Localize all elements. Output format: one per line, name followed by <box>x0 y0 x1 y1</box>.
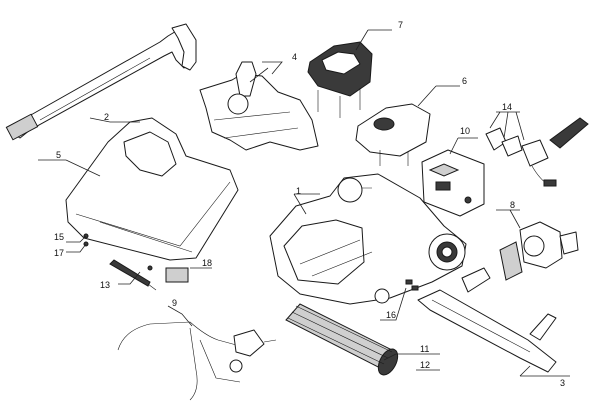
callout-15: 15 <box>54 232 64 242</box>
part-6-tank <box>355 103 431 166</box>
callout-17: 17 <box>54 248 64 258</box>
callout-4: 4 <box>292 52 297 62</box>
callout-7: 7 <box>398 20 403 30</box>
callout-3: 3 <box>560 378 565 388</box>
callout-18: 18 <box>202 258 212 268</box>
part-3-front-rail <box>417 267 557 373</box>
part-16-clips <box>405 279 419 291</box>
callout-10: 10 <box>460 126 470 136</box>
part-13-tool <box>109 259 157 291</box>
part-1-main-body <box>269 173 467 305</box>
part-2-handle <box>5 23 197 141</box>
callout-12: 12 <box>420 360 430 370</box>
callout-1: 1 <box>296 186 301 196</box>
callout-11: 11 <box>420 344 429 354</box>
part-5-cover <box>65 117 239 261</box>
part-11-roller-brush <box>285 303 399 376</box>
part-4-frame <box>199 61 319 151</box>
callout-9: 9 <box>172 298 177 308</box>
part-7-control-pad <box>307 41 373 118</box>
part-9-hose <box>117 321 277 401</box>
part-10-battery <box>421 149 485 217</box>
part-18-label <box>165 267 189 283</box>
part-8-pump <box>499 221 579 281</box>
leader-lines <box>38 29 570 377</box>
callout-8: 8 <box>510 200 515 210</box>
callout-14: 14 <box>502 102 512 112</box>
callout-6: 6 <box>462 76 467 86</box>
callout-5: 5 <box>56 150 61 160</box>
callout-16: 16 <box>386 310 396 320</box>
callout-13: 13 <box>100 280 110 290</box>
callout-2: 2 <box>104 112 109 122</box>
part-14-charger <box>485 117 589 187</box>
